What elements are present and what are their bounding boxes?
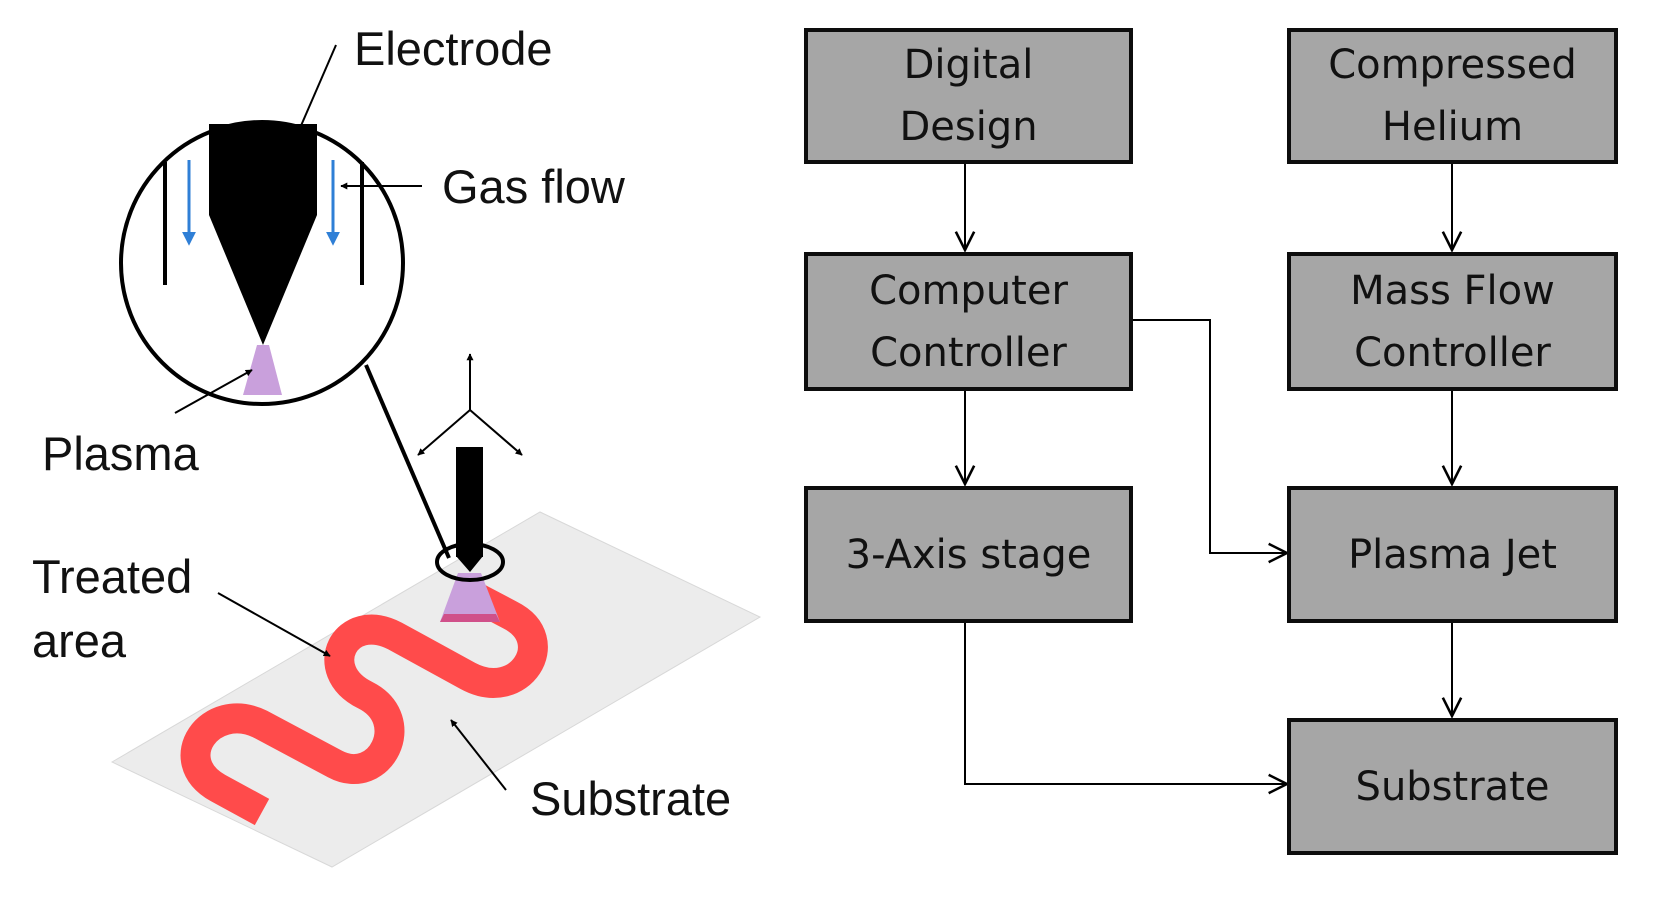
treated-area-trace <box>180 581 548 826</box>
box-plasma-jet: Plasma Jet <box>1287 486 1618 623</box>
box-substrate: Substrate <box>1287 718 1618 855</box>
treated-area-label-line1: Treated <box>32 550 193 603</box>
box-compressed-helium: Compressed Helium <box>1287 28 1618 164</box>
plasma-leader <box>174 369 253 414</box>
treated-area-leader <box>217 592 331 657</box>
substrate-label: Substrate <box>530 772 732 825</box>
substrate-slab <box>110 511 762 868</box>
jet-nozzle <box>456 447 483 557</box>
electrode-label: Electrode <box>354 22 553 75</box>
connector-controller-to-jet <box>1133 319 1287 553</box>
box-text: 3-Axis stage <box>845 531 1092 578</box>
box-mass-flow-controller: Mass Flow Controller <box>1287 252 1618 391</box>
axis-arrow-left <box>417 409 471 456</box>
treated-area-label-line2: area <box>32 614 127 667</box>
plasma-contact <box>440 614 500 622</box>
box-digital-design: Digital Design <box>804 28 1133 164</box>
box-text: Plasma Jet <box>1348 531 1557 578</box>
box-text: Design <box>899 104 1038 150</box>
zoom-connector <box>364 364 451 559</box>
box-computer-controller: Computer Controller <box>804 252 1133 391</box>
box-text: Substrate <box>1355 763 1550 810</box>
electrode-body <box>209 124 317 345</box>
box-text: Compressed <box>1328 42 1577 88</box>
gas-flow-label: Gas flow <box>442 160 625 213</box>
connector-stage-to-substrate <box>964 623 1287 784</box>
plasma-label: Plasma <box>42 427 199 480</box>
box-text: Helium <box>1381 104 1524 150</box>
box-3-axis-stage: 3-Axis stage <box>804 486 1133 623</box>
box-text: Controller <box>870 329 1067 376</box>
plasma-plume <box>440 573 500 622</box>
plasma-in-view <box>243 345 282 395</box>
substrate-leader <box>450 719 507 791</box>
electrode-leader <box>299 44 337 129</box>
box-text: Computer <box>869 267 1068 314</box>
nozzle-tip <box>456 556 483 572</box>
box-text: Controller <box>1354 329 1551 376</box>
box-text: Digital <box>903 42 1034 88</box>
axis-arrow-right <box>469 409 523 456</box>
box-text: Mass Flow <box>1350 267 1555 314</box>
zoom-ring <box>435 542 505 582</box>
